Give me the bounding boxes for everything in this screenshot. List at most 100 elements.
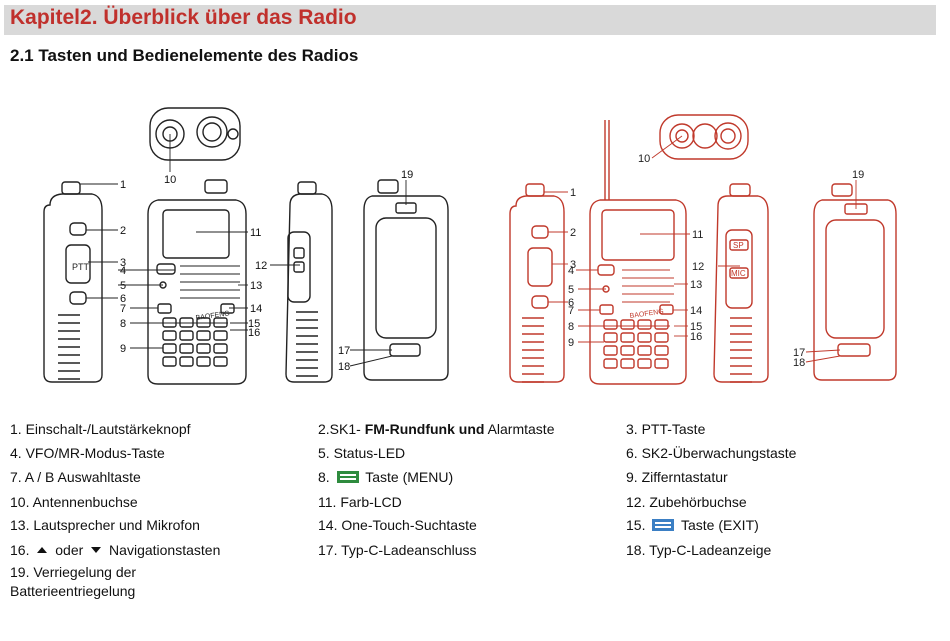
callout-red-1: 1	[570, 187, 576, 199]
ptt-label-black: PTT	[72, 262, 90, 272]
legend-item-1: 1. Einschalt-/Lautstärkeknopf	[10, 421, 191, 437]
callout-black-11: 11	[250, 227, 261, 239]
up-triangle-icon	[37, 547, 48, 553]
sp-label-red: SP	[733, 241, 744, 250]
legend-item-15: 15. Taste (EXIT)	[626, 516, 759, 535]
down-triangle-icon	[91, 547, 102, 553]
callout-red-13: 13	[690, 279, 702, 291]
legend-list: 1. Einschalt-/Lautstärkeknopf 4. VFO/MR-…	[0, 416, 950, 616]
legend-item-8-suffix: Taste (MENU)	[361, 469, 454, 485]
radio-diagram-svg: PTT BAOFENG 1 2 3 4 5 6 7 8 9 10 11 12	[43, 107, 897, 385]
callout-black-7: 7	[120, 303, 126, 315]
callout-black-9: 9	[120, 343, 126, 355]
callout-black-15: 15	[248, 318, 260, 330]
callout-black-8: 8	[120, 318, 126, 330]
legend-item-2-bold: FM-Rundfunk und	[364, 421, 485, 437]
front-view-black	[147, 179, 247, 385]
black-leader-lines	[80, 134, 407, 367]
legend-item-9: 9. Zifferntastatur	[626, 469, 728, 485]
callout-red-10: 10	[638, 153, 650, 165]
callout-black-5: 5	[120, 280, 126, 292]
legend-item-15-prefix: 15.	[626, 517, 650, 533]
back-view-red	[813, 183, 897, 381]
legend-item-19: 19. Verriegelung der Batterieentriegelun…	[10, 563, 136, 601]
callout-black-4: 4	[120, 265, 126, 277]
chapter-title: Kapitel2. Überblick über das Radio	[10, 6, 357, 29]
callout-red-18: 18	[793, 357, 805, 369]
callout-black-12: 12	[255, 260, 267, 272]
legend-item-13: 13. Lautsprecher und Mikrofon	[10, 517, 200, 533]
callout-black-16: 16	[248, 327, 260, 339]
red-leader-lines	[544, 135, 857, 363]
callout-black-19: 19	[401, 169, 413, 181]
callout-black-1: 1	[120, 179, 126, 191]
legend-item-14: 14. One-Touch-Suchtaste	[318, 517, 477, 533]
chapter-header-bar	[4, 5, 936, 35]
callout-black-18: 18	[338, 361, 350, 373]
callout-black-17: 17	[338, 345, 350, 357]
brand-label-red: BAOFENG	[629, 308, 664, 320]
front-view-red	[589, 120, 687, 385]
mic-label-red: MIC	[731, 269, 746, 278]
legend-item-19-line1: 19. Verriegelung der	[10, 564, 137, 580]
menu-green-icon	[336, 471, 359, 483]
legend-item-16-suffix: Navigationstasten	[105, 542, 221, 558]
legend-item-7: 7. A / B Auswahltaste	[10, 469, 141, 485]
callout-black-13: 13	[250, 280, 262, 292]
black-text-labels: PTT BAOFENG	[72, 262, 230, 322]
callout-black-10: 10	[164, 174, 176, 186]
legend-item-2: 2.SK1- FM-Rundfunk und Alarmtaste	[318, 420, 554, 439]
callout-red-9: 9	[568, 337, 574, 349]
legend-item-16-mid: oder	[51, 542, 88, 558]
exit-blue-icon	[652, 519, 675, 531]
right-side-view-red	[713, 183, 769, 383]
section-title: 2.1 Tasten und Bedienelemente des Radios	[10, 46, 359, 65]
callout-black-6: 6	[120, 293, 126, 305]
callout-red-3: 3	[570, 259, 576, 271]
legend-item-8: 8. Taste (MENU)	[318, 468, 453, 487]
legend-item-3: 3. PTT-Taste	[626, 421, 706, 437]
legend-item-2-prefix: 2.SK1-	[318, 421, 365, 437]
black-callout-numbers: 1 2 3 4 5 6 7 8 9 10 11 12 13 14 15 16 1…	[120, 169, 413, 373]
legend-item-10: 10. Antennenbuchse	[10, 494, 138, 510]
callout-black-14: 14	[250, 303, 262, 315]
legend-item-16-prefix: 16.	[10, 542, 34, 558]
legend-item-17: 17. Typ-C-Ladeanschluss	[318, 542, 477, 558]
left-side-view-red	[509, 183, 565, 383]
radio-black-set	[43, 107, 449, 385]
legend-item-16: 16. oder Navigationstasten	[10, 541, 220, 560]
callout-red-14: 14	[690, 305, 702, 317]
callout-red-6: 6	[568, 297, 574, 309]
back-view-black	[363, 179, 449, 381]
callout-red-5: 5	[568, 284, 574, 296]
right-side-view-black	[285, 181, 333, 383]
legend-item-5: 5. Status-LED	[318, 445, 406, 461]
callout-red-8: 8	[568, 321, 574, 333]
callout-red-12: 12	[692, 261, 704, 273]
legend-item-19-line2: Batterieentriegelung	[10, 583, 136, 599]
callout-red-19: 19	[852, 169, 864, 181]
legend-item-11: 11. Farb-LCD	[318, 494, 402, 510]
callout-black-2: 2	[120, 225, 126, 237]
callout-red-17: 17	[793, 347, 805, 359]
legend-item-4: 4. VFO/MR-Modus-Taste	[10, 445, 165, 461]
legend-item-6: 6. SK2-Überwachungstaste	[626, 445, 797, 461]
callout-black-3: 3	[120, 257, 126, 269]
legend-item-2-suffix: Alarmtaste	[484, 421, 555, 437]
legend-item-8-prefix: 8.	[318, 469, 334, 485]
callout-red-7: 7	[568, 305, 574, 317]
brand-label-black: BAOFENG	[195, 310, 230, 322]
legend-item-15-suffix: Taste (EXIT)	[677, 517, 759, 533]
callout-red-2: 2	[570, 227, 576, 239]
callout-red-11: 11	[692, 229, 703, 241]
callout-red-16: 16	[690, 331, 702, 343]
callout-red-15: 15	[690, 321, 702, 333]
top-view-red	[659, 114, 749, 160]
radio-diagram-figure: PTT BAOFENG 1 2 3 4 5 6 7 8 9 10 11 12	[0, 95, 950, 395]
callout-red-4: 4	[568, 265, 574, 277]
legend-item-12: 12. Zubehörbuchse	[626, 494, 747, 510]
legend-item-18: 18. Typ-C-Ladeanzeige	[626, 542, 772, 558]
left-side-view-black	[43, 181, 103, 383]
radio-red-set	[509, 114, 897, 385]
red-text-labels: SP MIC BAOFENG	[629, 241, 746, 320]
